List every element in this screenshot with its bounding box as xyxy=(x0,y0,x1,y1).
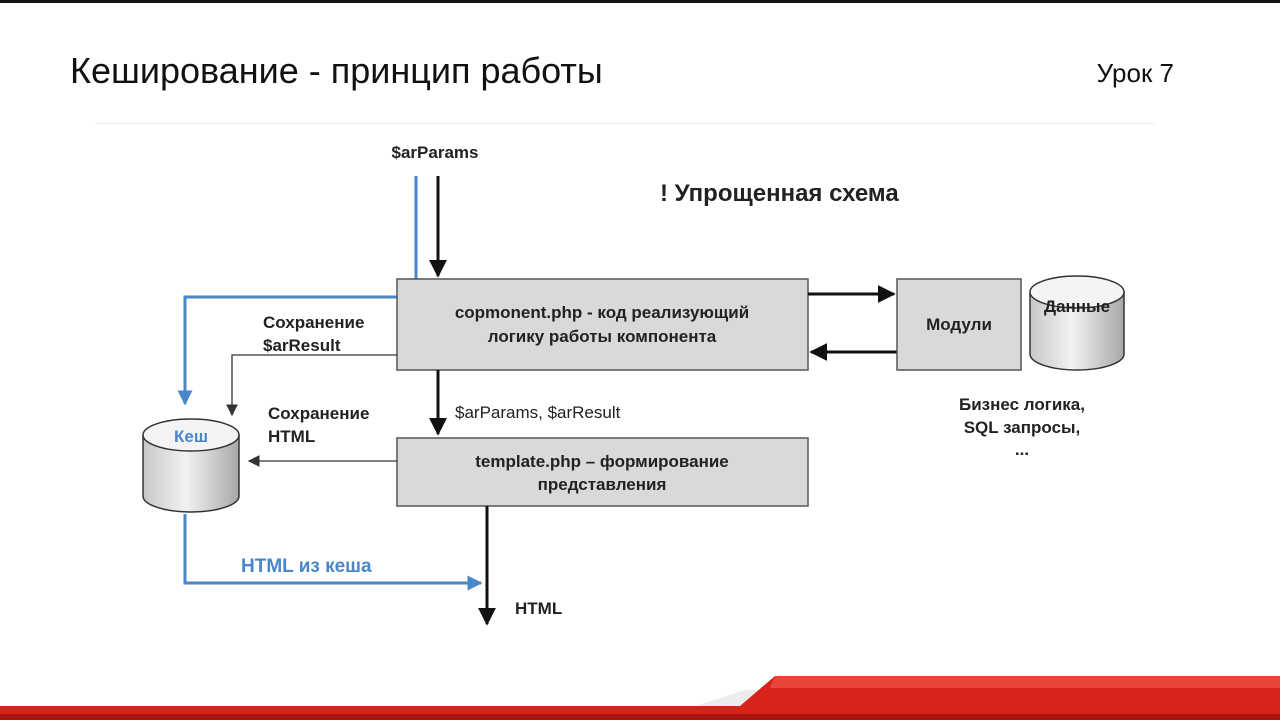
modules-box xyxy=(896,278,1022,371)
title-divider xyxy=(95,123,1155,124)
business-logic-line3: ... xyxy=(1015,440,1029,459)
template-box xyxy=(396,437,809,507)
input-params-label: $arParams xyxy=(392,143,479,162)
html-from-cache-path xyxy=(183,514,483,591)
save-result-line1: Сохранение xyxy=(263,313,364,332)
component-box-line1: copmonent.php - код реализующий xyxy=(455,303,749,322)
template-box-line2: представления xyxy=(538,475,667,494)
top-border xyxy=(0,0,1280,3)
save-result-line2: $arResult xyxy=(263,336,341,355)
cache-database xyxy=(142,418,240,513)
cache-lookup-path xyxy=(177,176,418,406)
data-database-label: Данные xyxy=(1044,297,1110,316)
save-html-line1: Сохранение xyxy=(268,404,369,423)
html-output-label: HTML xyxy=(515,599,562,618)
simplified-scheme-note: ! Упрощенная схема xyxy=(660,180,899,207)
business-logic-line2: SQL запросы, xyxy=(964,418,1081,437)
save-result-path xyxy=(226,354,397,417)
data-database xyxy=(1029,275,1125,371)
template-box-line1: template.php – формирование xyxy=(475,452,729,471)
html-from-cache-label: HTML из кеша xyxy=(241,556,372,577)
pass-params-label: $arParams, $arResult xyxy=(455,403,621,422)
slide-title: Кеширование - принцип работы xyxy=(70,50,603,91)
business-logic-line1: Бизнес логика, xyxy=(959,395,1085,414)
component-box-line2: логику работы компонента xyxy=(488,327,717,346)
modules-box-label: Модули xyxy=(926,315,992,334)
component-box xyxy=(396,278,809,371)
save-html-line2: HTML xyxy=(268,427,315,446)
cache-database-label: Кеш xyxy=(174,427,208,446)
lesson-label: Урок 7 xyxy=(1096,58,1174,88)
footer-band xyxy=(0,676,1280,720)
